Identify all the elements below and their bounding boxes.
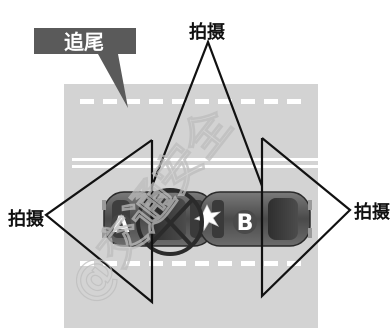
center-line-1: [72, 158, 318, 161]
title-badge: 追尾: [34, 28, 136, 108]
label-right: 拍摄: [354, 201, 391, 223]
car-b-label: B: [237, 211, 254, 236]
car-b: [199, 191, 312, 247]
right-photo-arrow: [260, 137, 352, 299]
car-b-letter-disc: [233, 210, 257, 234]
label-top: 拍摄: [189, 21, 226, 43]
label-left: 拍摄: [8, 208, 45, 230]
photo-direction-lines: [44, 38, 352, 305]
prohibition-icon: [136, 188, 204, 256]
lane-dash-top: [80, 99, 301, 104]
car-a-letter-disc: [111, 214, 131, 234]
top-photo-angle: [150, 38, 264, 187]
left-photo-arrow: [44, 139, 154, 305]
title-badge-text: 追尾: [64, 30, 104, 54]
center-line-2: [72, 165, 318, 168]
car-a-label: A: [112, 213, 129, 238]
collision-burst: [193, 204, 222, 232]
